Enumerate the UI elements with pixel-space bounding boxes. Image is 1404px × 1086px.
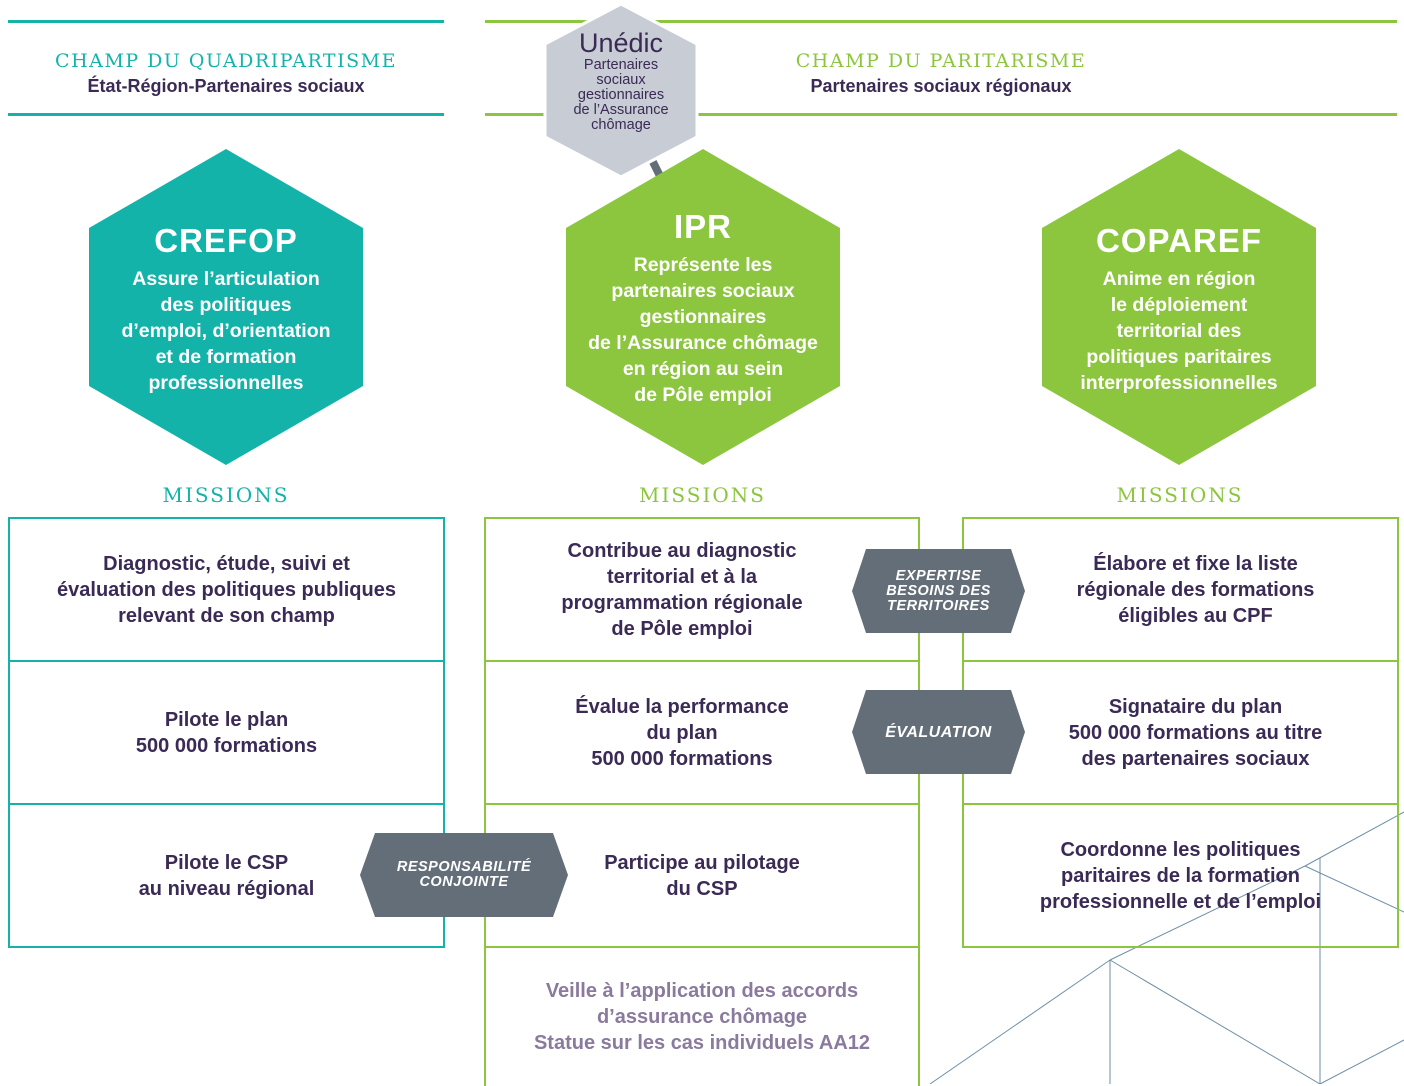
quadripartisme-title: CHAMP DU QUADRIPARTISME <box>55 50 397 72</box>
crefop-mission-1-text: Diagnostic, étude, suivi et évaluation d… <box>57 552 396 627</box>
expertise-tag: EXPERTISE BESOINS DES TERRITOIRES <box>886 567 991 614</box>
ipr-missions-label: MISSIONS <box>639 483 766 507</box>
crefop-title: CREFOP <box>154 222 298 259</box>
ipr-hexagon <box>566 149 840 465</box>
coparef-mission-3-text: Coordonne les politiques paritaires de l… <box>1039 838 1322 913</box>
coparef-missions-label: MISSIONS <box>1116 483 1244 507</box>
coparef-title: COPAREF <box>1096 222 1262 259</box>
crefop-missions-label: MISSIONS <box>162 483 290 507</box>
ipr-extra: Veille à l’application des accords d’ass… <box>484 946 920 1086</box>
quadripartisme-subtitle: État-Région-Partenaires sociaux <box>87 76 365 96</box>
unedic-desc: Partenaires sociaux gestionnaires de l’A… <box>573 57 669 133</box>
ipr-mission-1: Contribue au diagnostic territorial et à… <box>484 517 920 662</box>
ipr-extra-text: Veille à l’application des accords d’ass… <box>533 980 871 1054</box>
paritarisme-bottom-rule <box>485 113 1397 116</box>
coparef-desc: Anime en région le déploiement territori… <box>1080 268 1278 394</box>
quadripartisme-bottom-rule <box>8 113 444 116</box>
ipr-text: IPR Représente les partenaires sociaux g… <box>566 208 840 408</box>
decorative-lines <box>929 811 1404 1084</box>
evaluation-tag-shape <box>852 690 1025 774</box>
responsabilite-tag-shape <box>360 833 568 917</box>
ipr-mission-2: Évalue la performance du plan 500 000 fo… <box>484 660 920 805</box>
coparef-mission-2: Signataire du plan 500 000 formations au… <box>962 660 1399 805</box>
coparef-text: COPAREF Anime en région le déploiement t… <box>1042 222 1316 396</box>
paritarisme-subtitle: Partenaires sociaux régionaux <box>810 76 1072 96</box>
crefop-desc: Assure l’articulation des politiques d’e… <box>121 268 331 394</box>
coparef-mission-2-text: Signataire du plan 500 000 formations au… <box>1068 695 1323 770</box>
crefop-mission-2-text: Pilote le plan 500 000 formations <box>135 708 318 757</box>
evaluation-tag: ÉVALUATION <box>885 723 992 741</box>
ipr-title: IPR <box>673 208 732 245</box>
crefop-text: CREFOP Assure l’articulation des politiq… <box>89 222 363 396</box>
ipr-mission-1-text: Contribue au diagnostic territorial et à… <box>561 539 803 640</box>
expertise-tag-shape <box>852 549 1025 633</box>
coparef-mission-1-text: Élabore et fixe la liste régionale des f… <box>1076 552 1315 627</box>
coparef-hexagon <box>1042 149 1316 465</box>
ipr-desc: Représente les partenaires sociaux gesti… <box>588 254 818 406</box>
coparef-mission-3: Coordonne les politiques paritaires de l… <box>962 803 1399 948</box>
ipr-mission-2-text: Évalue la performance du plan 500 000 fo… <box>575 695 789 770</box>
responsabilite-tag: RESPONSABILITÉ CONJOINTE <box>396 859 532 890</box>
unedic-block: Unédic Partenaires sociaux gestionnaires… <box>545 28 697 133</box>
unedic-hexagon <box>543 2 699 179</box>
crefop-mission-3-text: Pilote le CSP au niveau régional <box>138 851 315 900</box>
crefop-mission-2: Pilote le plan 500 000 formations <box>8 660 445 805</box>
paritarisme-title: CHAMP DU PARITARISME <box>795 50 1087 72</box>
paritarisme-top-rule <box>485 20 1397 23</box>
crefop-hexagon <box>89 149 363 465</box>
ipr-mission-3-text: Participe au pilotage du CSP <box>604 851 800 900</box>
unedic-title: Unédic <box>578 28 664 58</box>
crefop-mission-1: Diagnostic, étude, suivi et évaluation d… <box>8 517 445 662</box>
quadripartisme-top-rule <box>8 20 444 23</box>
